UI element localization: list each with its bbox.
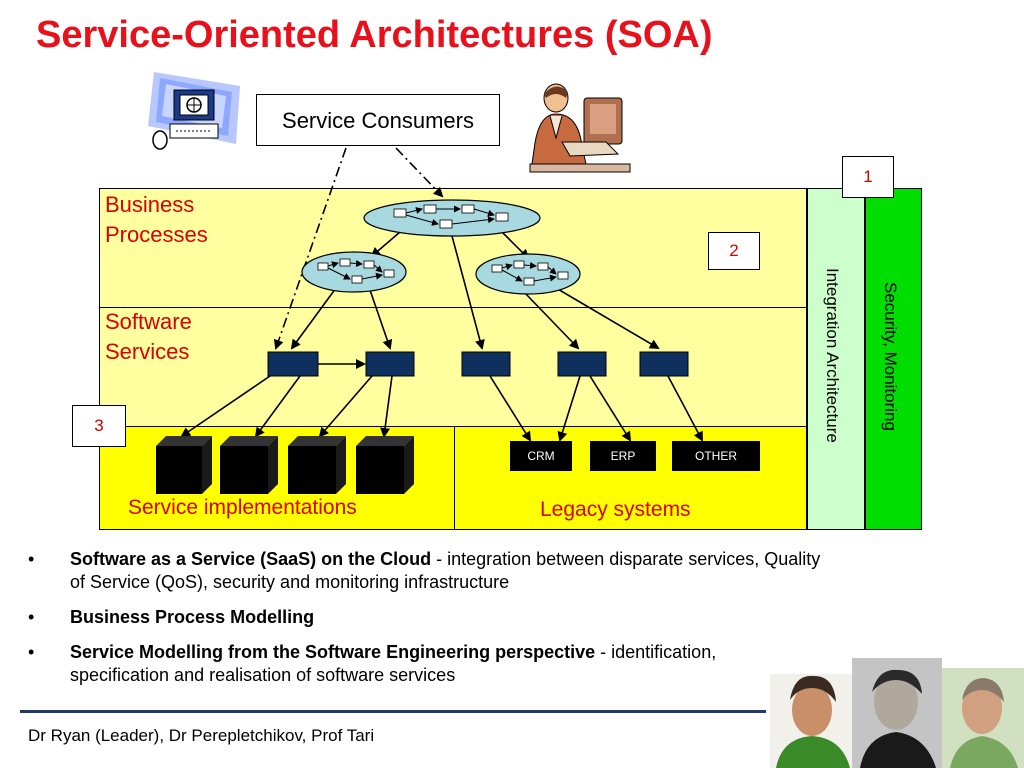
consumer-to-process-arrow bbox=[395, 147, 444, 198]
software-services-layer bbox=[99, 307, 807, 427]
legacy-systems-label: Legacy systems bbox=[540, 498, 691, 521]
footer-authors: Dr Ryan (Leader), Dr Perepletchikov, Pro… bbox=[28, 726, 375, 745]
software-services-label: Software Services bbox=[105, 309, 192, 364]
bullet-symbol: • bbox=[28, 549, 35, 569]
computer-icon bbox=[148, 72, 240, 150]
bullet-rest: - integration between disparate services… bbox=[70, 549, 821, 592]
portrait-3 bbox=[942, 668, 1024, 768]
software-service-4 bbox=[557, 351, 607, 377]
business-processes-label: Business Processes bbox=[105, 192, 208, 247]
bullet-item: • Business Process Modelling bbox=[28, 606, 828, 629]
bullet-item: • Software as a Service (SaaS) on the Cl… bbox=[28, 548, 828, 594]
portrait-1 bbox=[770, 674, 854, 768]
software-service-2 bbox=[365, 351, 415, 377]
implementation-cube-3 bbox=[288, 436, 346, 494]
marker-1: 1 bbox=[842, 156, 894, 198]
bullet-bold: Software as a Service (SaaS) on the Clou… bbox=[70, 549, 432, 569]
software-service-3 bbox=[461, 351, 511, 377]
integration-architecture-label: Integration Architecture bbox=[823, 268, 842, 443]
bullet-bold: Business Process Modelling bbox=[70, 607, 315, 627]
bullet-symbol: • bbox=[28, 607, 35, 627]
bullet-rest: - identification, specification and real… bbox=[70, 642, 717, 685]
legacy-erp: ERP bbox=[590, 441, 656, 471]
business-process-left bbox=[301, 251, 407, 293]
person-at-computer-icon bbox=[529, 83, 631, 173]
implementation-cube-4 bbox=[356, 436, 414, 494]
bullet-symbol: • bbox=[28, 642, 35, 662]
bullet-bold: Service Modelling from the Software Engi… bbox=[70, 642, 596, 662]
page-title: Service-Oriented Architectures (SOA) bbox=[36, 14, 713, 56]
security-monitoring-label: Security, Monitoring bbox=[881, 282, 900, 431]
software-service-1 bbox=[267, 351, 319, 377]
software-service-5 bbox=[639, 351, 689, 377]
bullet-list: • Software as a Service (SaaS) on the Cl… bbox=[28, 548, 828, 699]
implementation-cube-2 bbox=[220, 436, 278, 494]
service-consumers-box: Service Consumers bbox=[256, 94, 500, 146]
legacy-crm: CRM bbox=[510, 441, 572, 471]
service-implementations-label: Service implementations bbox=[128, 496, 357, 519]
implementation-cube-1 bbox=[156, 436, 212, 494]
business-process-right bbox=[475, 253, 581, 295]
marker-3: 3 bbox=[72, 405, 126, 447]
portrait-2 bbox=[852, 658, 942, 768]
footer-divider bbox=[20, 710, 770, 713]
business-process-top bbox=[363, 199, 541, 237]
bullet-item: • Service Modelling from the Software En… bbox=[28, 641, 790, 687]
consumer-to-service-arrow bbox=[273, 147, 347, 350]
author-photos bbox=[766, 658, 1024, 768]
integration-architecture-column bbox=[807, 188, 865, 530]
marker-2: 2 bbox=[708, 232, 760, 270]
security-monitoring-column bbox=[865, 188, 922, 530]
legacy-other: OTHER bbox=[672, 441, 760, 471]
